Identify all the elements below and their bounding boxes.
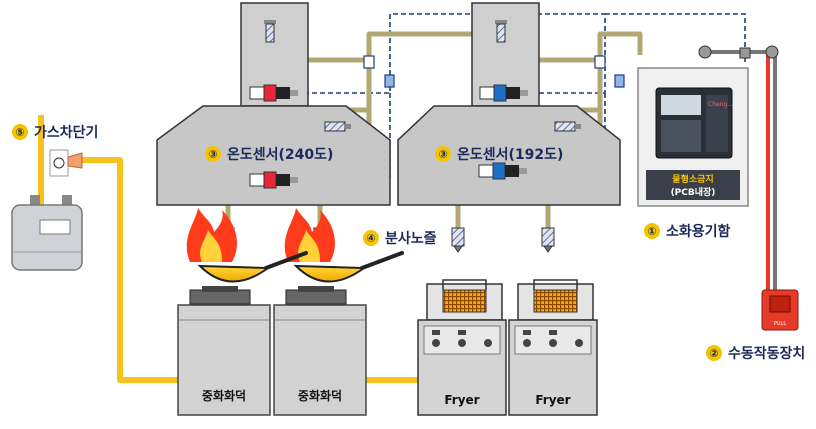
gas-meter [11, 195, 83, 271]
manual-release-cable [698, 45, 779, 290]
fryer-2: Fryer [508, 279, 598, 416]
gas-supply-line [38, 115, 420, 383]
duct-nozzle-left [264, 20, 276, 43]
number-badge: ③ [438, 148, 447, 161]
panel-subtitle: (PCB내장) [671, 186, 716, 198]
temp-sensor-text-left: 온도센서(240도) [227, 147, 333, 163]
wok-right [293, 251, 404, 296]
number-badge: ④ [366, 232, 375, 245]
number-badge: ③ [208, 148, 217, 161]
wok-left [197, 251, 308, 296]
pull-label: PULL [774, 321, 786, 327]
nozzle-text: 분사노즐 [385, 231, 437, 247]
gas-shutoff-text: 가스차단기 [34, 124, 98, 141]
number-badge: ② [709, 347, 718, 360]
fryer-1-label: Fryer [444, 393, 479, 407]
gas-shutoff-valve [49, 149, 83, 177]
gas-shutoff-label: ⑤ 가스차단기 [12, 124, 98, 141]
plenum-nozzle-right [554, 121, 581, 132]
nozzle-label: ④ 분사노즐 [363, 230, 437, 247]
extinguisher-cabinet: Cheng... 물형소금지 (PCB내장) [637, 67, 749, 207]
manual-device-label: ② 수동작동장치 [706, 345, 805, 362]
duct-nozzle-right [495, 20, 507, 43]
number-badge: ① [647, 225, 656, 238]
flame-right [284, 208, 335, 262]
pipe-fittings [363, 55, 625, 88]
panel-title: 물형소금지 [672, 173, 713, 185]
temperature-sensor-hood-right [478, 162, 527, 180]
extinguisher-box-label: ① 소화용기함 [644, 223, 731, 240]
number-badge: ⑤ [15, 126, 24, 139]
temp-sensor-text-right: 온도센서(192도) [457, 147, 563, 163]
wok-stove-1: 중화화덕 [177, 286, 271, 416]
flame-left [186, 208, 237, 262]
temp-sensor-label-left: ③ 온도센서(240도) [205, 146, 333, 163]
manual-device-text: 수동작동장치 [728, 345, 805, 362]
temp-sensor-label-right: ③ 온도센서(192도) [435, 146, 563, 163]
wok-stove-2: 중화화덕 [273, 286, 367, 416]
fryer-2-label: Fryer [535, 393, 570, 407]
temperature-sensor-duct-right [479, 84, 528, 102]
wok-stove-1-label: 중화화덕 [202, 388, 246, 403]
plenum-nozzle-left [324, 121, 351, 132]
wok-stove-2-label: 중화화덕 [298, 388, 342, 403]
temperature-sensor-hood-left [249, 171, 298, 189]
extinguisher-box-text: 소화용기함 [666, 223, 731, 240]
fryer-1: Fryer [417, 279, 507, 416]
panel-brand: Cheng... [708, 101, 733, 108]
manual-pull-station: PULL [761, 289, 799, 331]
temperature-sensor-duct-left [249, 84, 298, 102]
